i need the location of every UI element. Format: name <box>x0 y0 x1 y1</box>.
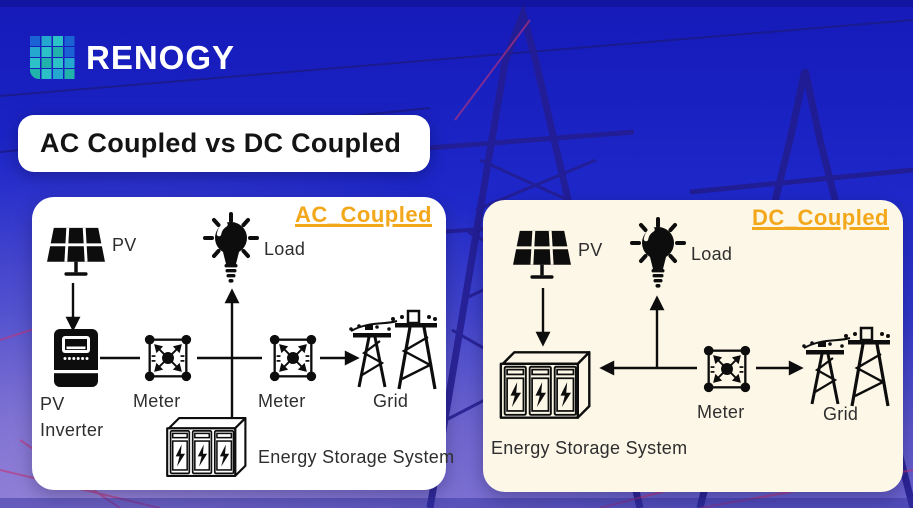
solar-panel-icon <box>513 230 571 279</box>
light-bulb-icon <box>203 212 259 283</box>
ac-grid-label: Grid <box>373 391 409 411</box>
solar-panel-icon <box>47 227 105 276</box>
battery-storage-icon <box>166 417 247 477</box>
dc-connectors <box>535 288 804 376</box>
renogy-solar-grid-icon <box>30 36 75 79</box>
ac-inverter-label: PV Inverter <box>40 394 104 440</box>
ac-pv-label: PV <box>112 235 137 255</box>
ac-panel-heading: AC_Coupled <box>295 202 432 227</box>
meter-icon <box>144 334 192 382</box>
light-bulb-icon <box>630 217 686 288</box>
power-grid-towers-icon <box>349 309 437 390</box>
pv-inverter-icon <box>54 329 98 387</box>
dc-pv-label: PV <box>578 240 603 260</box>
dc-panel-heading: DC_Coupled <box>752 205 889 230</box>
power-grid-towers-icon <box>802 326 890 407</box>
ac-meter-right-label: Meter <box>258 391 306 411</box>
logo-wordmark: RENOGY <box>86 39 236 76</box>
ac-load-label: Load <box>264 239 306 259</box>
meter-icon <box>269 334 317 382</box>
ac-connectors <box>65 283 360 420</box>
ac-meter-left-label: Meter <box>133 391 181 411</box>
battery-storage-icon <box>499 351 591 419</box>
ac-ess-label: Energy Storage System <box>258 447 455 467</box>
renogy-logo: RENOGY <box>30 36 235 80</box>
ac-coupled-panel: AC_Coupled PV <box>32 197 454 490</box>
dc-coupled-panel: DC_Coupled PV <box>483 200 903 492</box>
dc-ess-label: Energy Storage System <box>491 438 688 458</box>
dc-load-label: Load <box>691 244 733 264</box>
title-card: AC Coupled vs DC Coupled <box>18 115 430 172</box>
dc-grid-label: Grid <box>823 404 859 424</box>
meter-icon <box>703 345 751 393</box>
page-title: AC Coupled vs DC Coupled <box>40 128 402 158</box>
dc-meter-label: Meter <box>697 402 745 422</box>
